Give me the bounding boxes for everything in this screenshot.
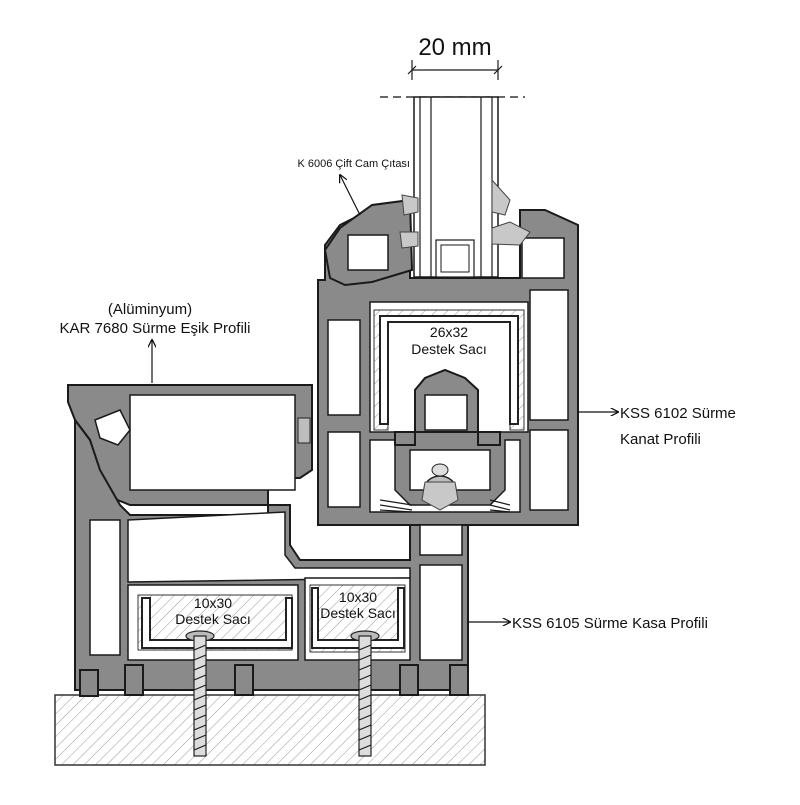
sash-profile: [317, 203, 579, 526]
screw-left: [185, 630, 215, 757]
threshold-name-label: KAR 7680 Sürme Eşik Profili: [60, 320, 251, 337]
dimension-text: 20 mm: [418, 34, 491, 61]
sash-label-line1: KSS 6102 Sürme: [620, 405, 736, 422]
label-sash: KSS 6102 Sürme Kanat Profili: [578, 405, 736, 448]
reinforcement-name-frame-left: Destek Sacı: [175, 611, 250, 627]
threshold-profile: [67, 384, 313, 506]
reinforcement-size-frame-left: 10x30: [194, 595, 232, 611]
bead-label: K 6006 Çift Cam Çıtası: [298, 158, 411, 170]
sash-label-line2: Kanat Profili: [620, 431, 701, 448]
label-frame: KSS 6105 Sürme Kasa Profili: [468, 615, 708, 632]
brush-seal: [379, 499, 511, 513]
label-bead: K 6006 Çift Cam Çıtası: [298, 158, 411, 216]
frame-label: KSS 6105 Sürme Kasa Profili: [512, 615, 708, 632]
glazing-bead: [323, 198, 414, 287]
floor-substrate: [54, 694, 486, 766]
glass-gaskets: [399, 178, 531, 511]
frame-reinforcement-right: 10x30 Destek Sacı: [304, 577, 411, 661]
sash-reinforcement: 26x32 Destek Sacı: [373, 309, 525, 431]
label-threshold: (Alüminyum) KAR 7680 Sürme Eşik Profili: [60, 301, 251, 383]
threshold-material-label: (Alüminyum): [108, 301, 192, 318]
reinforcement-size-frame-right: 10x30: [339, 589, 377, 605]
frame-reinforcement-left: 10x30 Destek Sacı: [127, 584, 299, 661]
reinforcement-size-sash: 26x32: [430, 324, 468, 340]
screw-right: [350, 630, 380, 757]
reinforcement-name-sash: Destek Sacı: [411, 341, 486, 357]
dimension-20mm: 20 mm: [407, 34, 503, 80]
reinforcement-name-frame-right: Destek Sacı: [320, 605, 395, 621]
